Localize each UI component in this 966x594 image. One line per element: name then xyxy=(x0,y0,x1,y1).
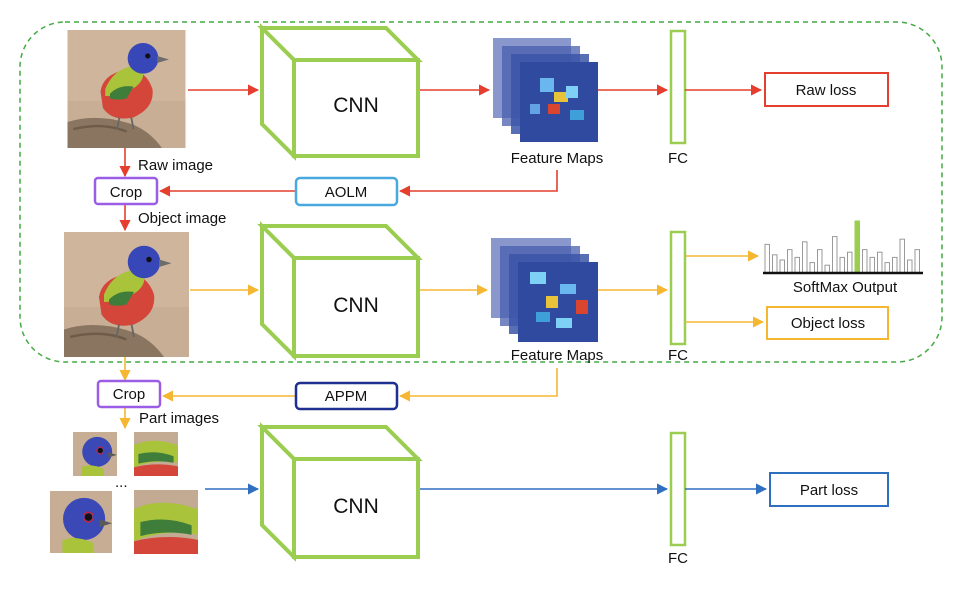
raw-image xyxy=(66,30,187,148)
cnn-label-2: CNN xyxy=(333,294,379,317)
softmax-output-chart xyxy=(764,220,920,274)
part-images-ellipsis: ... xyxy=(115,474,128,491)
arrow-fmaps-to-aolm xyxy=(398,170,558,197)
cnn-block-3: CNN xyxy=(257,422,423,562)
part-image-2 xyxy=(134,432,178,476)
softmax-bar xyxy=(892,256,898,274)
softmax-bar xyxy=(877,251,883,274)
cnn-label-3: CNN xyxy=(333,495,379,518)
arrow-fmaps-to-appm xyxy=(398,368,558,402)
part-image-3 xyxy=(50,490,112,554)
softmax-bar xyxy=(899,238,905,274)
crop-box-2: Crop xyxy=(96,379,162,409)
feature-maps-label-1: Feature Maps xyxy=(511,150,604,167)
object-image-label: Object image xyxy=(138,210,226,227)
crop-box-1: Crop xyxy=(93,176,159,206)
fc-label-2: FC xyxy=(668,347,688,364)
object-loss-box: Object loss xyxy=(766,306,889,340)
softmax-bar xyxy=(794,256,800,274)
softmax-bar xyxy=(914,249,920,274)
softmax-bar xyxy=(817,249,823,274)
raw-image-label: Raw image xyxy=(138,157,213,174)
fc-layer-3 xyxy=(669,431,687,547)
svg-text:Raw loss: Raw loss xyxy=(796,82,857,99)
part-image-4 xyxy=(134,490,198,554)
fc-label-3: FC xyxy=(668,550,688,567)
aolm-box: AOLM xyxy=(294,176,399,207)
softmax-bar xyxy=(907,259,913,274)
softmax-bar xyxy=(779,259,785,274)
svg-text:Object loss: Object loss xyxy=(791,315,865,332)
fc-layer-2 xyxy=(669,230,687,346)
svg-text:Crop: Crop xyxy=(113,386,146,403)
object-image xyxy=(63,232,190,357)
cnn-label-1: CNN xyxy=(333,94,379,117)
svg-text:AOLM: AOLM xyxy=(325,184,368,201)
feature-maps-2: Feature Maps xyxy=(491,238,603,364)
svg-text:APPM: APPM xyxy=(325,388,368,405)
softmax-bar xyxy=(869,256,875,274)
appm-box: APPM xyxy=(294,381,399,411)
fc-label-1: FC xyxy=(668,150,688,167)
cnn-block-1: CNN xyxy=(257,23,423,161)
softmax-bar xyxy=(802,241,808,274)
softmax-bar xyxy=(839,256,845,274)
feature-maps-1: Feature Maps xyxy=(493,38,603,167)
softmax-bar xyxy=(884,262,890,274)
softmax-bar xyxy=(787,249,793,274)
feature-maps-label-2: Feature Maps xyxy=(511,347,604,364)
softmax-label: SoftMax Output xyxy=(793,279,898,296)
softmax-bar-highlight xyxy=(854,220,860,274)
shared-region-outline xyxy=(19,21,943,363)
cnn-block-2: CNN xyxy=(257,221,423,361)
fc-layer-1 xyxy=(669,29,687,145)
softmax-bar xyxy=(847,251,853,274)
raw-loss-box: Raw loss xyxy=(764,72,889,107)
svg-text:Crop: Crop xyxy=(110,184,143,201)
softmax-bar xyxy=(764,243,770,274)
softmax-bar xyxy=(809,262,815,274)
softmax-bar xyxy=(862,249,868,274)
softmax-bar xyxy=(772,254,778,274)
part-loss-box: Part loss xyxy=(769,472,889,507)
part-image-1 xyxy=(72,432,118,476)
softmax-bar xyxy=(832,236,838,274)
svg-text:Part loss: Part loss xyxy=(800,482,858,499)
part-images-label: Part images xyxy=(139,410,219,427)
